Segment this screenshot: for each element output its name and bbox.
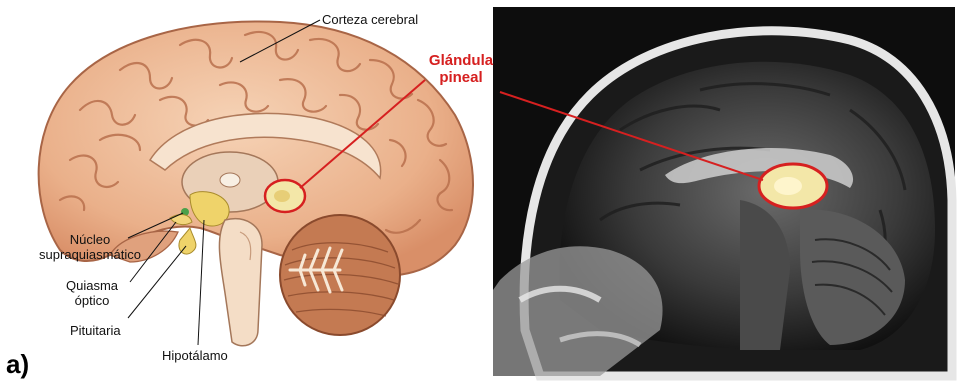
label-chiasm-line2: óptico — [52, 293, 132, 308]
panel-label: a) — [6, 349, 29, 380]
label-scn-line2: supraquiasmático — [30, 247, 150, 262]
mri-panel — [493, 7, 955, 376]
label-pineal-line2: pineal — [420, 69, 502, 86]
label-glandula-pineal: Glándula pineal — [420, 52, 502, 86]
label-pituitaria: Pituitaria — [70, 323, 121, 338]
label-nucleo-supraquiasmatico: Núcleo supraquiasmático — [30, 232, 150, 262]
label-quiasma-optico: Quiasma óptico — [52, 278, 132, 308]
label-pineal-line1: Glándula — [420, 52, 502, 69]
label-scn-line1: Núcleo — [30, 232, 150, 247]
label-hipotalamo: Hipotálamo — [162, 348, 228, 363]
label-chiasm-line1: Quiasma — [52, 278, 132, 293]
cerebellum — [280, 215, 400, 335]
label-corteza-cerebral: Corteza cerebral — [322, 12, 418, 27]
